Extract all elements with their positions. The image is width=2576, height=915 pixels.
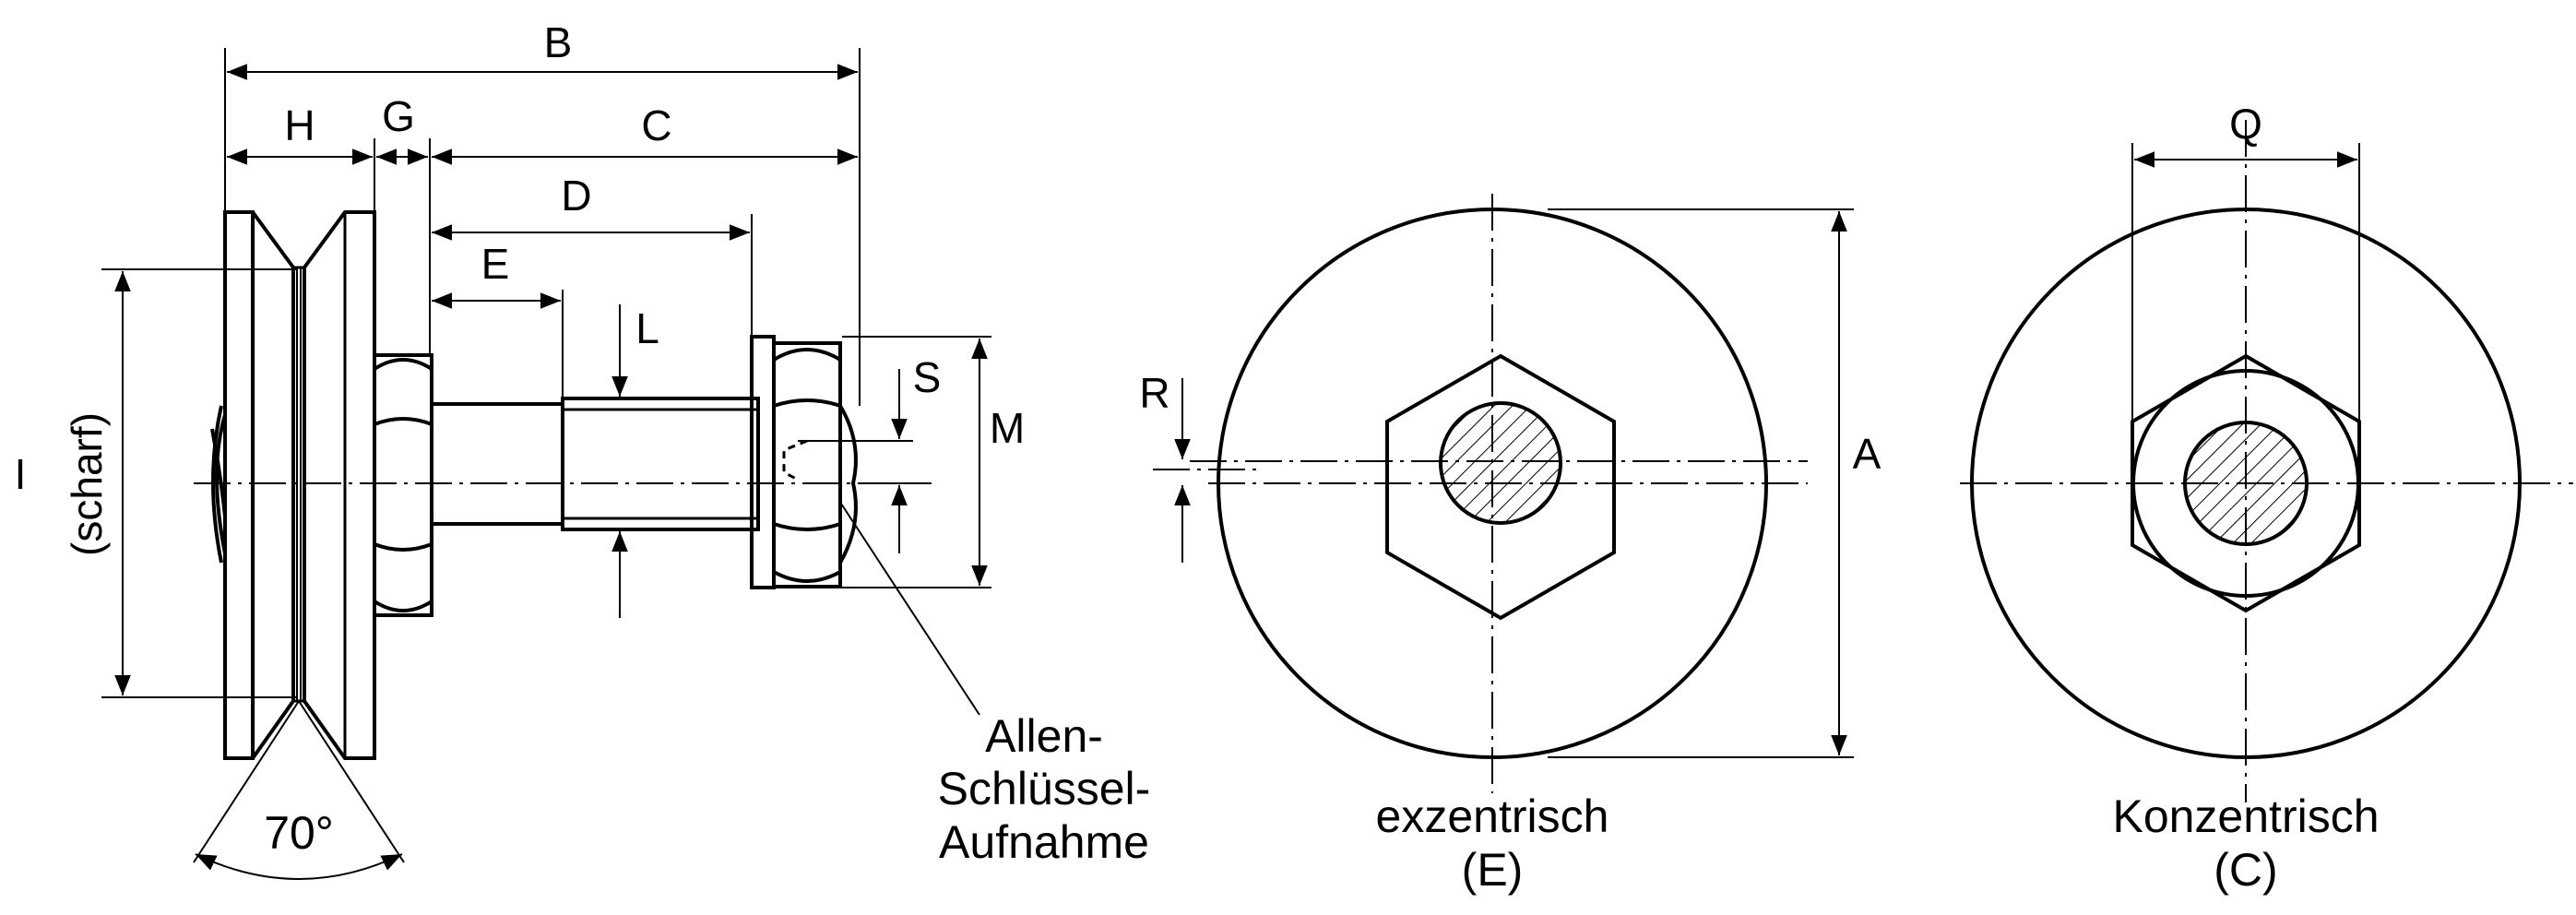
side-view: B H G C D E L <box>15 18 1264 880</box>
dim-e: E <box>432 240 564 397</box>
eccentric-shaft <box>1439 401 1562 525</box>
label-konzentrisch-code: (C) <box>2214 844 2277 896</box>
label-allen-2: Schlüssel- <box>938 763 1151 814</box>
allen-callout: Allen- Schlüssel- Aufnahme <box>840 503 1151 868</box>
label-allen-3: Aufnahme <box>939 816 1149 868</box>
label-scharf: (scharf) <box>63 412 111 556</box>
label-q: Q <box>2229 100 2262 148</box>
hex-nut-right <box>750 335 858 589</box>
label-exzentrisch-code: (E) <box>1462 844 1524 896</box>
shaft <box>432 397 760 531</box>
label-s: S <box>913 353 942 401</box>
eccentric-view: R A exzentrisch (E) <box>1139 194 1882 896</box>
label-d: D <box>561 172 591 220</box>
dim-m: M <box>842 336 1025 588</box>
label-g: G <box>382 92 415 140</box>
eccentric-hex-nut <box>1385 353 1616 621</box>
label-a: A <box>1853 430 1882 478</box>
dim-l: L <box>611 304 659 618</box>
v-wheel <box>210 210 376 760</box>
label-i: I <box>15 450 27 498</box>
label-e: E <box>481 240 510 288</box>
concentric-view: Q Konzentrisch (C) <box>1960 100 2573 896</box>
dim-d: D <box>432 172 753 335</box>
label-r: R <box>1139 369 1169 417</box>
hex-nut-left <box>373 353 433 617</box>
label-konzentrisch: Konzentrisch <box>2112 790 2379 842</box>
label-c: C <box>641 101 671 149</box>
dim-i: I (scharf) <box>15 268 297 698</box>
label-b: B <box>544 18 573 66</box>
label-exzentrisch: exzentrisch <box>1376 790 1609 842</box>
label-angle: 70° <box>264 807 334 859</box>
dim-angle: 70° <box>193 700 405 880</box>
dim-b: B <box>224 18 861 406</box>
dim-s: S <box>798 353 941 553</box>
label-l: L <box>635 304 659 352</box>
label-h: H <box>284 101 315 149</box>
dim-h-g-c: H G C <box>227 92 858 353</box>
label-allen-1: Allen- <box>985 710 1103 762</box>
label-m: M <box>990 404 1025 452</box>
